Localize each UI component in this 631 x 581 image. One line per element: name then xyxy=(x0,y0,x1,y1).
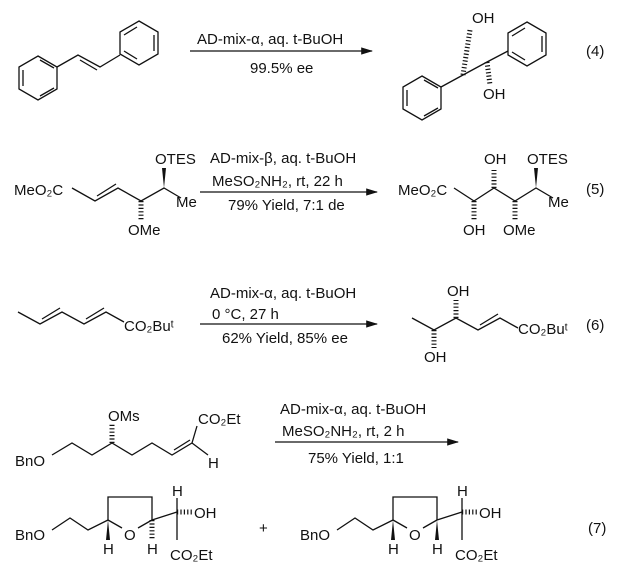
product: MeO₂C OH OTES Me OH OMe xyxy=(398,151,569,239)
reagents-line-1: AD-mix-β, aq. t-BuOH xyxy=(210,150,356,167)
hydroxyl-label: OH xyxy=(424,349,447,366)
hydrogen-label: H xyxy=(172,483,183,500)
product-a: BnO O H H H OH CO₂Et xyxy=(15,483,217,564)
ester-label: CO₂Buᵗ xyxy=(124,318,174,335)
reaction-6: CO₂Buᵗ AD-mix-α, aq. t-BuOH 0 °C, 27 h 6… xyxy=(17,283,604,366)
hydrogen-label: H xyxy=(432,541,443,558)
reaction-4: AD-mix-α, aq. t-BuOH 99.5% ee OH OH (4) xyxy=(18,10,604,121)
reagents-line-2: 0 °C, 27 h xyxy=(212,306,279,323)
methyl-label: Me xyxy=(176,194,197,211)
starting-material: CO₂Buᵗ xyxy=(17,307,174,335)
plus-sign: + xyxy=(259,520,268,537)
product: OH OH CO₂Buᵗ xyxy=(411,283,568,366)
equation-number: (7) xyxy=(588,520,606,537)
hydroxyl-label: OH xyxy=(194,505,217,522)
ester-label: MeO₂C xyxy=(14,182,63,199)
hydroxyl-label: OH xyxy=(479,505,502,522)
equation-number: (5) xyxy=(586,181,604,198)
ester-label: CO₂Buᵗ xyxy=(518,321,568,338)
hydroxyl-label: OH xyxy=(463,222,486,239)
equation-number: (6) xyxy=(586,317,604,334)
otes-label: OTES xyxy=(155,151,196,168)
reaction-7: BnO OMs CO₂Et H AD-mix-α, aq. t-BuOH MeS… xyxy=(15,401,606,564)
ester-label: CO₂Et xyxy=(455,547,498,564)
hydrogen-label: H xyxy=(208,455,219,472)
reagents-line-1: AD-mix-α, aq. t-BuOH xyxy=(210,285,356,302)
hydrobenzoin-product: OH OH xyxy=(402,10,547,121)
reagents: AD-mix-α, aq. t-BuOH xyxy=(197,31,343,48)
methyl-label: Me xyxy=(548,194,569,211)
result: 79% Yield, 7:1 de xyxy=(228,197,345,214)
trans-stilbene xyxy=(18,20,159,101)
hydroxyl-label: OH xyxy=(447,283,470,300)
hydroxyl-label: OH xyxy=(472,10,495,27)
reaction-5: MeO₂C OTES Me OMe AD-mix-β, aq. t-BuOH M… xyxy=(14,150,604,239)
hydrogen-label: H xyxy=(457,483,468,500)
benzyloxy-label: BnO xyxy=(15,527,45,544)
ester-label: CO₂Et xyxy=(170,547,213,564)
hydroxyl-label: OH xyxy=(484,151,507,168)
benzyloxy-label: BnO xyxy=(15,453,45,470)
reagents-line-2: MeSO₂NH₂, rt, 22 h xyxy=(212,173,343,190)
methoxy-label: OMe xyxy=(503,222,536,239)
hydrogen-label: H xyxy=(147,541,158,558)
product-b: BnO O H H H OH CO₂Et xyxy=(300,483,502,564)
mesylate-label: OMs xyxy=(108,408,140,425)
equation-number: (4) xyxy=(586,43,604,60)
starting-material: BnO OMs CO₂Et H xyxy=(15,408,241,472)
reagents-line-2: MeSO₂NH₂, rt, 2 h xyxy=(282,423,405,440)
methoxy-label: OMe xyxy=(128,222,161,239)
benzyloxy-label: BnO xyxy=(300,527,330,544)
result: 62% Yield, 85% ee xyxy=(222,330,348,347)
hydrogen-label: H xyxy=(103,541,114,558)
ring-oxygen-label: O xyxy=(124,527,136,544)
hydrogen-label: H xyxy=(388,541,399,558)
ester-label: CO₂Et xyxy=(198,411,241,428)
starting-material: MeO₂C OTES Me OMe xyxy=(14,151,197,239)
result: 99.5% ee xyxy=(250,60,313,77)
ester-label: MeO₂C xyxy=(398,182,447,199)
ring-oxygen-label: O xyxy=(409,527,421,544)
result: 75% Yield, 1:1 xyxy=(308,450,404,467)
otes-label: OTES xyxy=(527,151,568,168)
reagents-line-1: AD-mix-α, aq. t-BuOH xyxy=(280,401,426,418)
hydroxyl-label: OH xyxy=(483,86,506,103)
